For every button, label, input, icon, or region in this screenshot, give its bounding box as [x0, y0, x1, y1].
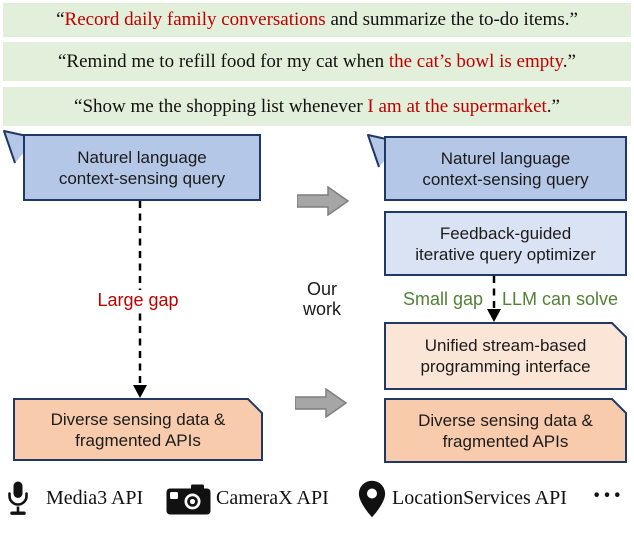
left-data-box: Diverse sensing data & fragmented APIs [13, 398, 263, 461]
box-text-line: fragmented APIs [442, 431, 569, 451]
our-work-line: Our [306, 279, 337, 299]
box-text-line: programming interface [420, 357, 591, 376]
camerax-api-label: CameraX API [216, 487, 329, 509]
highlighted-phrase: the cat’s bowl is empty [388, 50, 563, 72]
box-text-line: Diverse sensing data & [50, 409, 226, 429]
quote-text: “Show me the shopping list whenever I am… [74, 95, 560, 117]
right-query-box: Naturel language context-sensing query [384, 136, 627, 201]
interface-box: Unified stream-based programming interfa… [384, 322, 627, 390]
notched-box-shape [384, 398, 627, 463]
notched-box-shape [13, 398, 263, 461]
quote-text: “Record daily family conversations and s… [56, 9, 578, 30]
box-text-line: Naturel language [77, 147, 207, 167]
large-gap-label: Large gap [86, 290, 190, 311]
box-text-line: context-sensing query [422, 169, 589, 189]
box-text-line: Feedback-guided [439, 223, 572, 243]
box-text-line: Naturel language [440, 148, 571, 168]
right-block-arrow-icon [295, 388, 347, 418]
box-text-line: Diverse sensing data & [418, 410, 593, 430]
example-query-3: “Show me the shopping list whenever I am… [3, 87, 631, 126]
notched-box-shape [384, 322, 627, 390]
quote-text: “Remind me to refill food for my cat whe… [58, 50, 576, 72]
small-gap-dashed-arrow [487, 276, 501, 322]
box-text-line: iterative query optimizer [415, 244, 596, 264]
right-data-box: Diverse sensing data & fragmented APIs [384, 398, 627, 463]
right-block-arrow-icon [297, 186, 349, 216]
example-query-2: “Remind me to refill food for my cat whe… [3, 42, 631, 81]
more-apis-ellipsis: ··· [592, 480, 624, 511]
optimizer-box: Feedback-guided iterative query optimize… [384, 211, 627, 276]
llm-can-solve-label: LLM can solve [502, 289, 619, 309]
our-work-label: Our work [285, 279, 359, 319]
box-text-line: context-sensing query [58, 168, 226, 188]
highlighted-phrase: Record daily family conversations [64, 9, 326, 30]
our-work-line: work [302, 299, 341, 319]
small-gap-label: Small gap [402, 289, 483, 309]
location-pin-icon [358, 480, 386, 518]
media3-api-label: Media3 API [46, 487, 144, 509]
example-query-1: “Record daily family conversations and s… [3, 3, 631, 37]
left-query-box: Naturel language context-sensing query [23, 134, 261, 201]
microphone-icon [8, 481, 28, 515]
box-text-line: Unified stream-based [424, 336, 587, 355]
box-text-line: fragmented APIs [75, 430, 201, 450]
highlighted-phrase: I am at the supermarket [367, 95, 547, 117]
camera-icon [166, 484, 211, 515]
locationservices-api-label: LocationServices API [392, 487, 567, 509]
